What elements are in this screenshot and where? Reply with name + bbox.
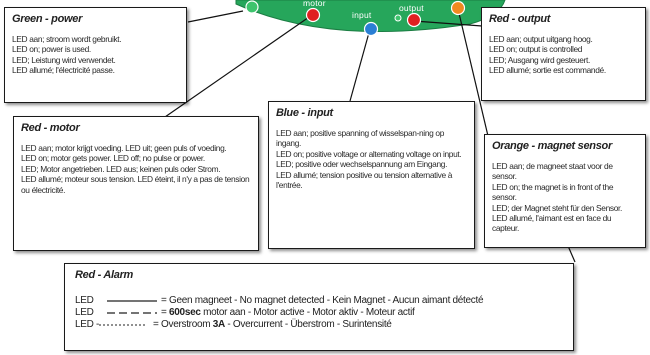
blue-input-box: Blue - input LED aan; positive spanning … — [268, 101, 475, 249]
box-text: LED aan; motor krijgt voeding. LED uit; … — [21, 143, 250, 195]
connector-magnet — [457, 8, 489, 137]
alarm-bold: 600sec — [169, 307, 201, 318]
connector-output — [413, 20, 483, 27]
alarm-bold: 3A — [212, 319, 225, 330]
red-alarm-box: Red - Alarm LED = Geen magneet - No magn… — [64, 263, 574, 351]
green-power-led — [245, 0, 259, 14]
board-label-input: input — [352, 10, 372, 20]
box-text: LED aan; stroom wordt gebruikt. LED on; … — [12, 34, 122, 76]
box-text: LED aan; output uitgang hoog. LED on; ou… — [489, 34, 606, 76]
connector-power — [187, 10, 244, 23]
dotted-line-icon — [99, 324, 147, 326]
led-label: LED - — [75, 319, 100, 330]
connector-motor — [164, 14, 313, 118]
alarm-line-dashed: LED = 600sec motor aan - Motor active - … — [75, 307, 566, 319]
dashed-line-icon — [107, 312, 157, 314]
alarm-desc: motor aan - Motor active - Motor aktiv -… — [200, 307, 415, 318]
board-label-output: output — [399, 3, 424, 13]
alarm-eq: = Overstroom — [153, 319, 213, 330]
red-motor-box: Red - motor LED aan; motor krijgt voedin… — [13, 116, 259, 251]
red-motor-led — [305, 7, 321, 23]
alarm-line-dotted: LED - = Overstroom 3A - Overcurrent - Üb… — [75, 319, 566, 331]
box-text: LED aan; de magneet staat voor de sensor… — [492, 161, 622, 234]
led-label: LED — [75, 295, 94, 306]
board-label-motor: motor — [303, 0, 326, 8]
box-title: Blue - input — [276, 107, 333, 119]
orange-magnet-box: Orange - magnet sensor LED aan; de magne… — [484, 134, 646, 248]
green-power-box: Green - power LED aan; stroom wordt gebr… — [4, 7, 187, 103]
red-output-box: Red - output LED aan; output uitgang hoo… — [481, 7, 646, 101]
alarm-desc: Geen magneet - No magnet detected - Kein… — [169, 295, 484, 306]
box-title: Orange - magnet sensor — [492, 140, 612, 152]
alarm-line-solid: LED = Geen magneet - No magnet detected … — [75, 295, 566, 307]
small-output-led — [394, 14, 402, 22]
led-label: LED — [75, 307, 94, 318]
red-output-led — [406, 12, 422, 28]
solid-line-icon — [107, 300, 157, 302]
box-title: Red - Alarm — [75, 269, 134, 281]
box-title: Red - motor — [21, 122, 80, 134]
alarm-eq: = — [161, 295, 170, 306]
blue-input-led — [363, 21, 379, 37]
box-text: LED aan; positive spanning of wisselspan… — [276, 128, 462, 191]
box-title: Red - output — [489, 13, 551, 25]
box-title: Green - power — [12, 13, 83, 25]
orange-magnet-led — [450, 0, 466, 16]
alarm-desc: - Overcurrent - Überstrom - Surintensité — [224, 319, 392, 330]
connector-input — [349, 28, 371, 102]
alarm-eq: = — [161, 307, 170, 318]
